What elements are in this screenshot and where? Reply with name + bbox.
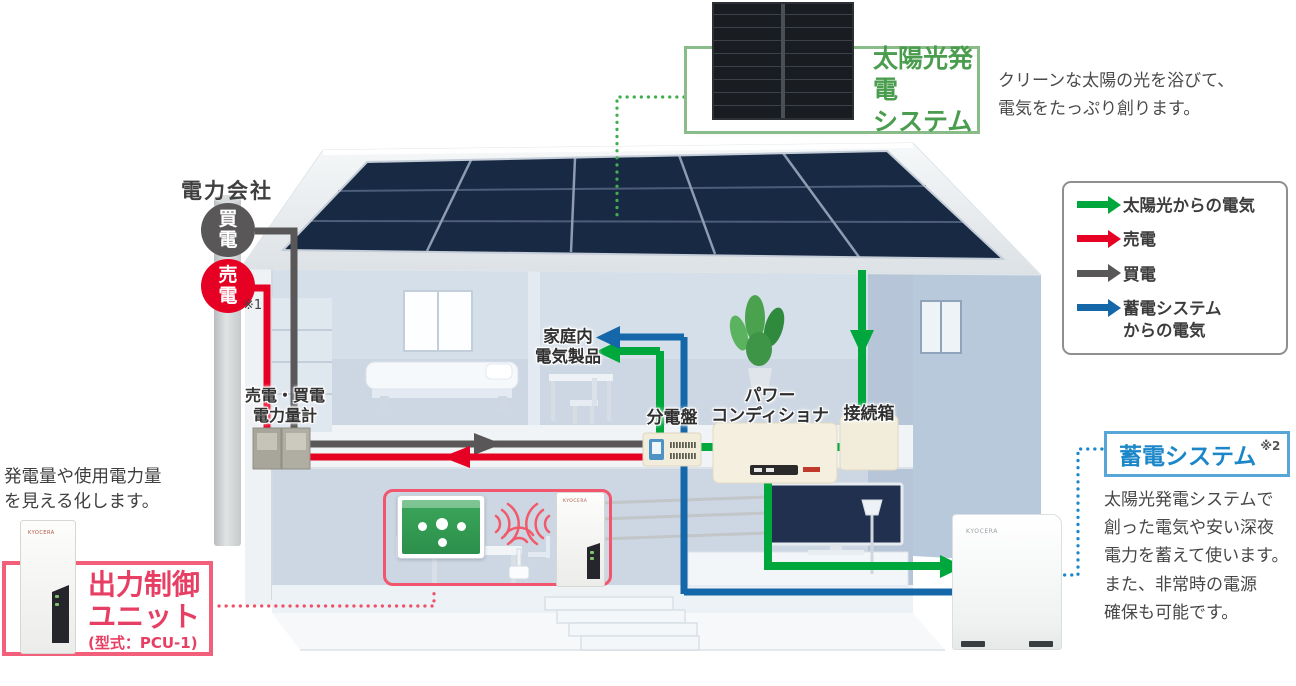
utility-company-label: 電力会社	[181, 179, 273, 203]
output-control-device-photo: KYOCERA	[20, 520, 76, 654]
storage-leader-dots	[1052, 447, 1104, 577]
furniture	[272, 290, 909, 587]
legend-item-solar: 太陽光からの電気	[1077, 195, 1286, 216]
sell-arrowhead	[442, 446, 470, 468]
desk	[549, 374, 613, 424]
device-panel	[52, 585, 69, 643]
buy-power-line	[255, 227, 644, 455]
power-conditioner-label: パワーコンディショナ	[711, 386, 829, 426]
output-control-title: 出力制御 ユニット (型式：PCU-1)	[88, 568, 201, 652]
meter-label: 売電・買電電力量計	[244, 386, 325, 425]
distribution-board	[642, 432, 702, 467]
legend-item-storage: 蓄電システムからの電気	[1077, 298, 1286, 341]
power-meters	[252, 427, 311, 470]
legend-item-sell: 売電	[1077, 229, 1286, 250]
device-panel	[587, 543, 600, 579]
pv-leader-dots	[615, 95, 686, 218]
distribution-board-label: 分電盤	[646, 408, 698, 428]
closet	[272, 298, 332, 432]
sell-power-line	[250, 284, 644, 468]
gray-arrow-icon	[1077, 264, 1121, 283]
green-arrow-icon	[1077, 195, 1121, 214]
pv-panel-photo	[712, 2, 854, 120]
note-2: ※2	[1260, 439, 1281, 453]
red-arrow-icon	[1077, 229, 1121, 248]
output-control-label-box	[2, 561, 213, 656]
legend-box: 太陽光からの電気 売電 買電 蓄電システムからの電気	[1062, 181, 1288, 355]
junction-box	[839, 415, 899, 471]
note-1: ※1	[243, 298, 263, 313]
solar-panel-array	[280, 149, 1006, 261]
leader-dots	[217, 95, 1104, 608]
buy-arrowhead	[474, 433, 502, 455]
monitor-screen	[402, 500, 480, 554]
hems-area-box	[383, 489, 612, 586]
stairs	[544, 596, 700, 651]
energy-monitor	[397, 495, 485, 559]
pv-system-description: クリーンな太陽の光を浴びて、 電気をたっぷり創ります。	[998, 71, 1235, 119]
sell-badge: 売電	[201, 259, 255, 313]
pv-system-title: 太陽光発電 システム	[873, 44, 974, 136]
storage-label-box: 蓄電システム ※2	[1104, 431, 1290, 477]
kyocera-logo: KYOCERA	[966, 528, 998, 535]
control-leader-dots	[217, 587, 436, 608]
storage-title: 蓄電システム	[1119, 444, 1257, 470]
wireless-unit	[508, 548, 530, 580]
power-conditioner	[712, 422, 838, 484]
kyocera-logo: KYOCERA	[563, 499, 588, 504]
legend-item-buy: 買電	[1077, 264, 1286, 285]
home-appliances-label: 家庭内電気製品	[535, 327, 601, 366]
control-unit-photo: KYOCERA	[556, 492, 605, 587]
storage-description: 太陽光発電システムで 創った電気や安い深夜 電力を蓄えて使います。 また、非常時…	[1104, 490, 1289, 623]
output-control-model: (型式：PCU-1)	[88, 633, 198, 652]
bed	[365, 361, 519, 412]
wifi-waves	[494, 502, 551, 546]
blue-arrow-icon	[1077, 298, 1121, 317]
storage-battery-unit: KYOCERA	[952, 514, 1062, 650]
visualize-note: 発電量や使用電力量を見える化します。	[4, 467, 162, 512]
buy-badge: 買電	[201, 203, 255, 257]
kyocera-logo: KYOCERA	[28, 530, 55, 536]
junction-box-label: 接続箱	[843, 404, 895, 424]
plant	[729, 295, 785, 392]
